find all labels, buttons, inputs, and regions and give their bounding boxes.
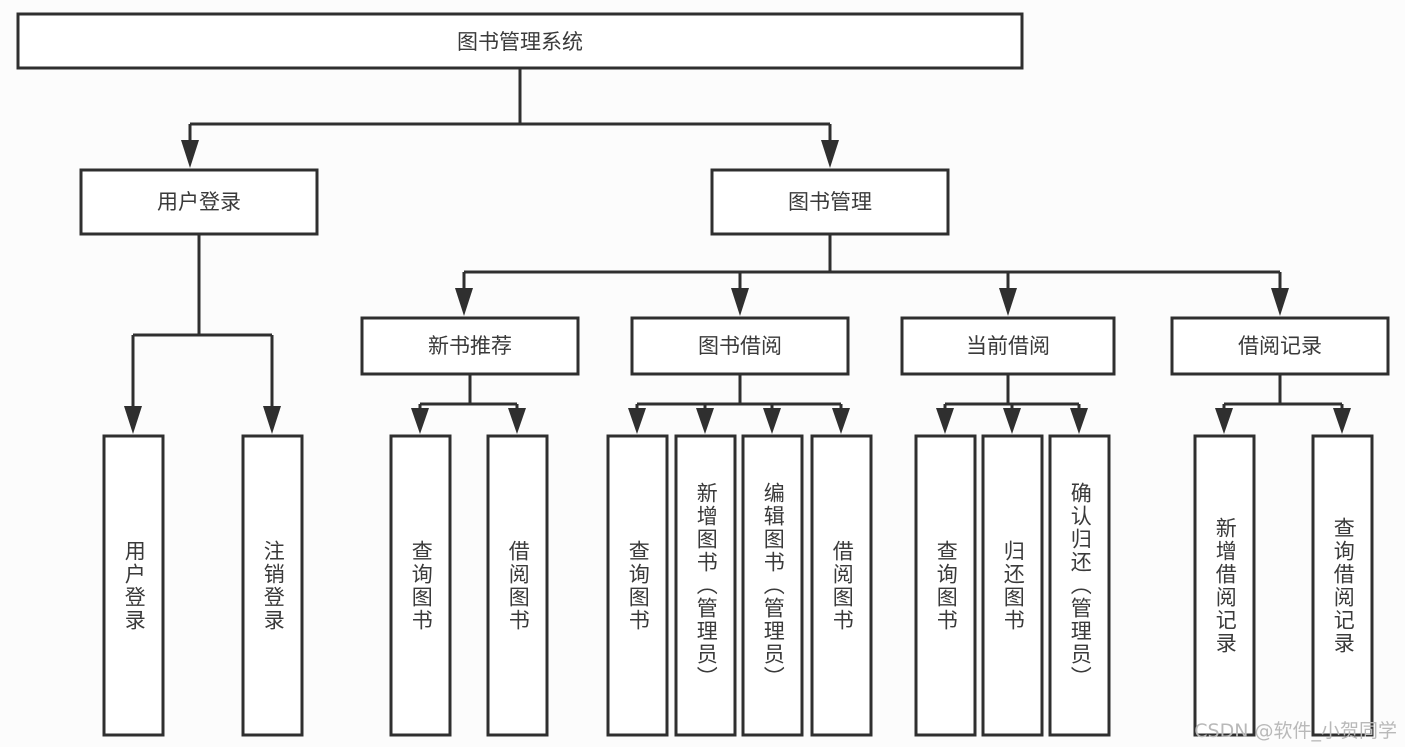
leaf-box-add-borrow-record[interactable] — [1193, 434, 1256, 737]
node-borrow-record[interactable]: 借阅记录 — [1170, 316, 1390, 376]
node-current-borrow-box[interactable] — [900, 316, 1116, 376]
arrow-borrow-leaf1 — [628, 408, 646, 434]
arrow-to-book-management — [821, 140, 839, 168]
leaf-box-query-borrow-record[interactable] — [1311, 434, 1374, 737]
arrow-to-user-login — [181, 140, 199, 168]
arrow-record-leaf2 — [1333, 408, 1351, 434]
node-current-borrow[interactable]: 当前借阅 — [900, 316, 1116, 376]
leaf-box-user-login[interactable] — [102, 434, 165, 737]
leaf-box-query-book-2[interactable] — [606, 434, 669, 737]
node-root[interactable]: 图书管理系统 — [16, 12, 1024, 70]
leaf-box-edit-book-admin[interactable] — [741, 434, 804, 737]
arrow-borrow-leaf2 — [696, 408, 714, 434]
node-current-borrow-label: 当前借阅 — [966, 334, 1050, 358]
leaf-box-return-book[interactable] — [981, 434, 1044, 737]
arrow-current-leaf1 — [936, 408, 954, 434]
arrow-to-leaf-logout — [263, 406, 281, 434]
node-new-book-recommend[interactable]: 新书推荐 — [360, 316, 580, 376]
arrow-to-current-borrow — [999, 288, 1017, 316]
arrow-to-leaf-user-login — [124, 406, 142, 434]
node-book-borrow-label: 图书借阅 — [698, 334, 782, 358]
leaf-box-borrow-book-1[interactable] — [486, 434, 549, 737]
arrow-borrow-leaf3 — [763, 408, 781, 434]
node-new-book-recommend-box[interactable] — [360, 316, 580, 376]
arrow-current-leaf2 — [1003, 408, 1021, 434]
leaf-box-add-book-admin[interactable] — [674, 434, 737, 737]
leaf-box-query-book-3[interactable] — [914, 434, 977, 737]
arrow-newbook-leaf2 — [508, 408, 526, 434]
arrow-borrow-leaf4 — [832, 408, 850, 434]
node-user-login-box[interactable] — [79, 168, 319, 236]
leaf-box-layer — [102, 434, 1374, 737]
arrow-newbook-leaf1 — [411, 408, 429, 434]
node-book-borrow-box[interactable] — [630, 316, 850, 376]
node-user-login-label: 用户登录 — [157, 190, 241, 214]
leaf-box-query-book-1[interactable] — [389, 434, 452, 737]
leaf-box-confirm-return-admin[interactable] — [1048, 434, 1111, 737]
watermark: CSDN @软件_小贺同学 — [1194, 720, 1397, 742]
node-book-management-label: 图书管理 — [788, 190, 872, 214]
arrow-record-leaf1 — [1215, 408, 1233, 434]
node-book-management[interactable]: 图书管理 — [710, 168, 950, 236]
arrow-current-leaf3 — [1070, 408, 1088, 434]
leaf-box-borrow-book-2[interactable] — [810, 434, 873, 737]
arrow-to-new-book-rec — [455, 288, 473, 316]
node-root-box[interactable] — [16, 12, 1024, 70]
node-book-borrow[interactable]: 图书借阅 — [630, 316, 850, 376]
node-borrow-record-label: 借阅记录 — [1238, 334, 1322, 358]
arrow-to-book-borrow — [731, 288, 749, 316]
node-user-login[interactable]: 用户登录 — [79, 168, 319, 236]
node-new-book-recommend-label: 新书推荐 — [428, 334, 512, 358]
connector-layer — [124, 68, 1351, 434]
leaf-box-logout[interactable] — [241, 434, 304, 737]
arrow-to-borrow-record — [1271, 288, 1289, 316]
node-root-label: 图书管理系统 — [457, 30, 583, 54]
node-borrow-record-box[interactable] — [1170, 316, 1390, 376]
node-book-management-box[interactable] — [710, 168, 950, 236]
